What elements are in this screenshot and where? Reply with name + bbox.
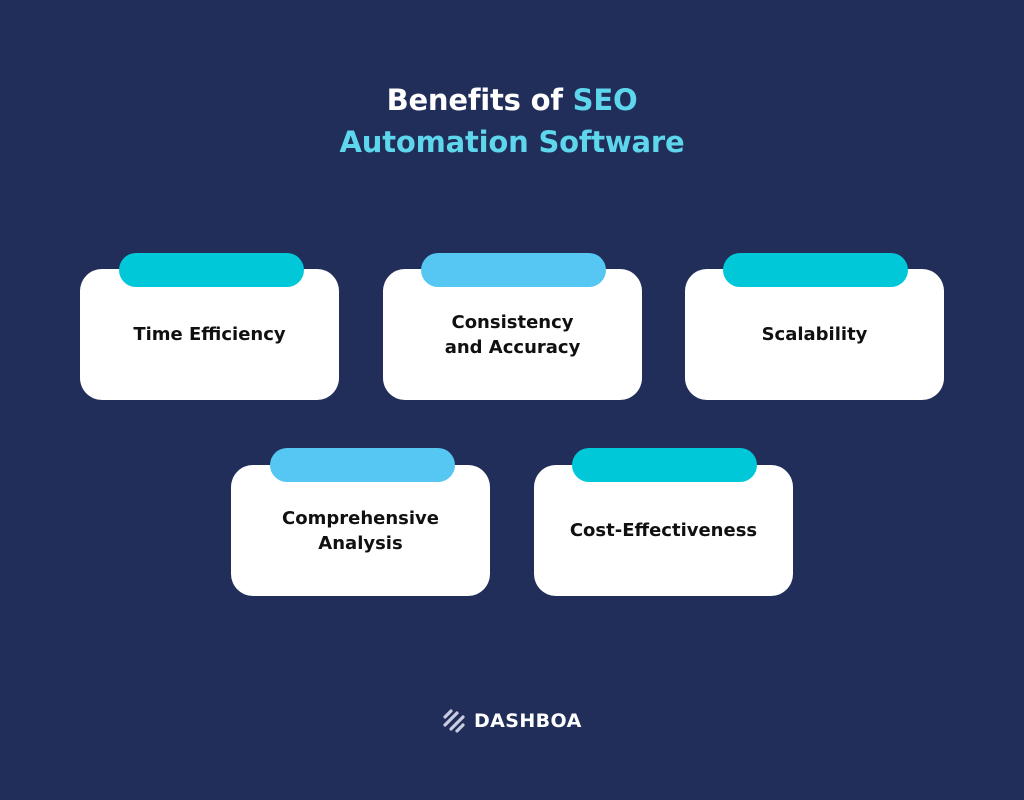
benefit-label: Consistency and Accuracy bbox=[444, 311, 581, 358]
benefit-card-cost-effectiveness: Cost-Effectiveness bbox=[534, 465, 793, 596]
card-tab bbox=[572, 448, 757, 482]
benefit-label: Time Efficiency bbox=[133, 324, 286, 345]
brand-name: DASHBOA bbox=[474, 710, 582, 732]
diagram-title-line-1: Benefits of SEO bbox=[0, 79, 1024, 121]
benefit-label: Comprehensive Analysis bbox=[282, 507, 439, 554]
card-tab bbox=[270, 448, 455, 482]
title-prefix: Benefits of bbox=[386, 83, 573, 117]
title-accent: SEO bbox=[572, 83, 638, 117]
benefit-card-comprehensive-analysis: Comprehensive Analysis bbox=[231, 465, 490, 596]
card-tab bbox=[723, 253, 908, 287]
brand-logo: DASHBOA bbox=[442, 706, 582, 736]
benefit-label: Scalability bbox=[761, 324, 868, 345]
benefit-card-consistency-accuracy: Consistency and Accuracy bbox=[383, 269, 642, 400]
card-tab bbox=[421, 253, 606, 287]
benefit-label: Cost-Effectiveness bbox=[569, 520, 758, 541]
benefit-card-scalability: Scalability bbox=[685, 269, 944, 400]
diagram-title-line-2: Automation Software bbox=[339, 125, 685, 159]
dashboa-logo-icon bbox=[443, 709, 465, 733]
benefit-card-time-efficiency: Time Efficiency bbox=[80, 269, 339, 400]
card-tab bbox=[119, 253, 304, 287]
